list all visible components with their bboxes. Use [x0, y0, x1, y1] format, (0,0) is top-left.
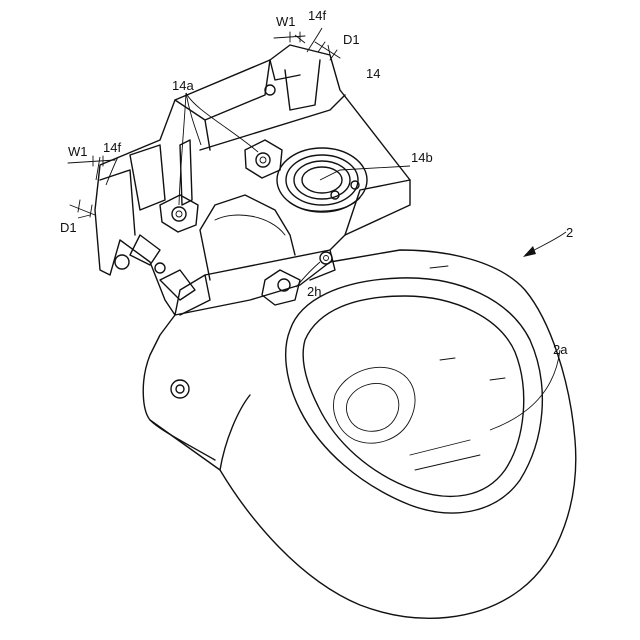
label-2h: 2h: [307, 284, 321, 299]
toilet-arrow: [523, 232, 566, 257]
label-2: 2: [566, 225, 573, 240]
label-w1-left: W1: [68, 144, 88, 159]
toilet-body: [143, 250, 576, 618]
label-14a: 14a: [172, 78, 194, 93]
bowl: [286, 266, 543, 513]
label-14b: 14b: [411, 150, 433, 165]
mounting-hole: [171, 380, 189, 398]
housing: [95, 45, 410, 315]
label-14f-left: 14f: [103, 140, 121, 155]
outlet: [277, 148, 367, 212]
label-14f-top: 14f: [308, 8, 326, 23]
reference-labels: W1 14f D1 14 14a W1 14f D1 14b 2 2h 2a: [60, 8, 573, 357]
label-14: 14: [366, 66, 380, 81]
label-d1-left: D1: [60, 220, 77, 235]
bosses: [160, 140, 282, 232]
label-2a: 2a: [553, 342, 568, 357]
label-w1-top: W1: [276, 14, 296, 29]
label-d1-top: D1: [343, 32, 360, 47]
leader-lines: [68, 28, 560, 430]
